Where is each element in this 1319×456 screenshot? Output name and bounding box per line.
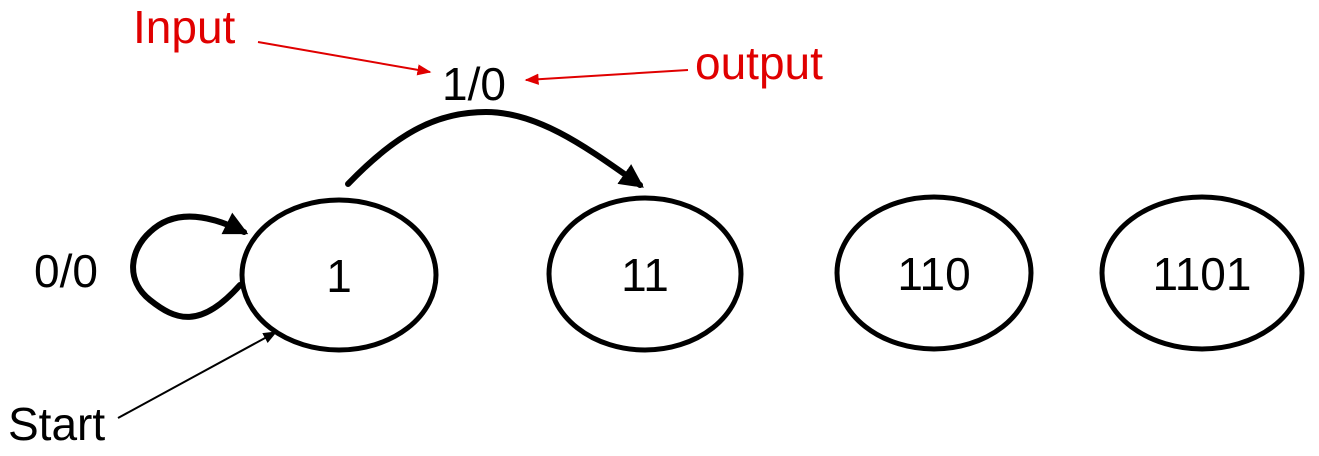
state-node: 11 xyxy=(546,195,744,353)
state-label: 1 xyxy=(326,250,352,302)
self-loop-edge xyxy=(130,212,249,320)
state-label: 1101 xyxy=(1153,248,1252,300)
state-node: 110 xyxy=(834,194,1034,352)
self-loop-label: 0/0 xyxy=(34,245,98,297)
state-node: 1 xyxy=(239,197,439,353)
transition-edge-1-to-11 xyxy=(345,108,644,188)
output-annotation: output xyxy=(695,37,823,89)
transition-label: 1/0 xyxy=(442,58,506,110)
start-arrow xyxy=(117,331,278,419)
start-label: Start xyxy=(8,398,105,450)
state-label: 110 xyxy=(897,248,970,300)
input-pointer-arrow xyxy=(257,41,432,76)
state-label: 11 xyxy=(621,249,669,301)
state-node: 1101 xyxy=(1099,194,1305,352)
output-pointer-arrow xyxy=(524,69,689,85)
input-annotation: Input xyxy=(133,1,236,53)
